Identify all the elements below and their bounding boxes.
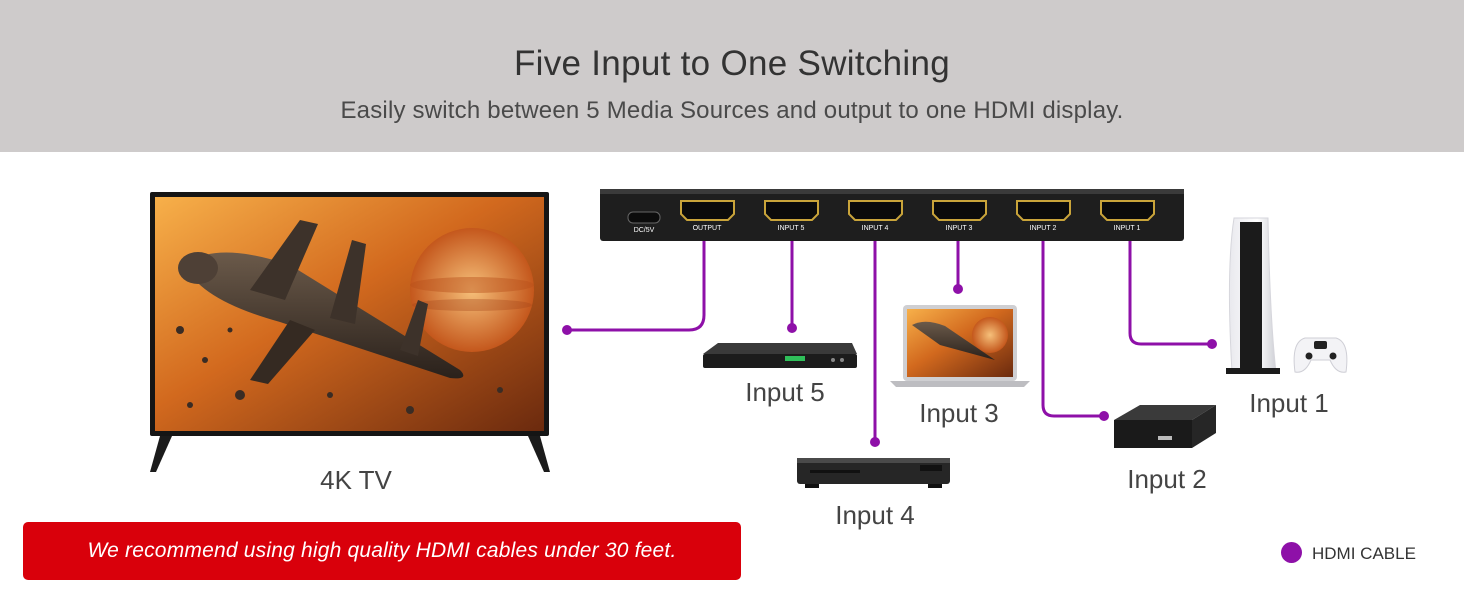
port-label-input3: INPUT 3 [945,225,973,232]
page-subtitle: Easily switch between 5 Media Sources an… [340,97,1124,124]
input5-label: Input 5 [745,377,825,407]
page-title: Five Input to One Switching [513,44,951,83]
header-banner [0,0,1464,152]
input4-label: Input 4 [835,500,915,530]
cable-input2 [1041,240,1104,418]
port-label-input1: INPUT 1 [1113,225,1141,232]
port-label-output: OUTPUT [692,225,722,232]
dc-power-port [627,211,661,224]
input1-label: Input 1 [1249,388,1329,418]
tv-label: 4K TV [320,465,392,495]
input3-label: Input 3 [919,398,999,428]
hdmi-port-icons [680,200,1155,221]
legend-cable-dot [1281,542,1302,563]
bluray-player-icon [703,343,857,368]
cable-input1 [1128,240,1212,346]
legend-cable-label: HDMI CABLE [1312,544,1416,563]
port-label-input2: INPUT 2 [1029,225,1057,232]
cable-endpoints [562,284,1217,447]
laptop-icon [890,305,1030,387]
port-label-input4: INPUT 4 [861,225,889,232]
input2-label: Input 2 [1127,464,1207,494]
cable-output [567,240,706,332]
hdmi-switcher [600,189,1184,241]
game-console-icon [1226,217,1348,374]
tv-icon [150,192,550,472]
dvd-player-icon [797,458,950,488]
power-port-label: DC/5V [633,227,655,234]
streaming-box-icon [1114,405,1216,448]
cable-recommendation-banner: We recommend using high quality HDMI cab… [23,522,741,580]
port-label-input5: INPUT 5 [777,225,805,232]
hdmi-cables [567,240,1212,442]
